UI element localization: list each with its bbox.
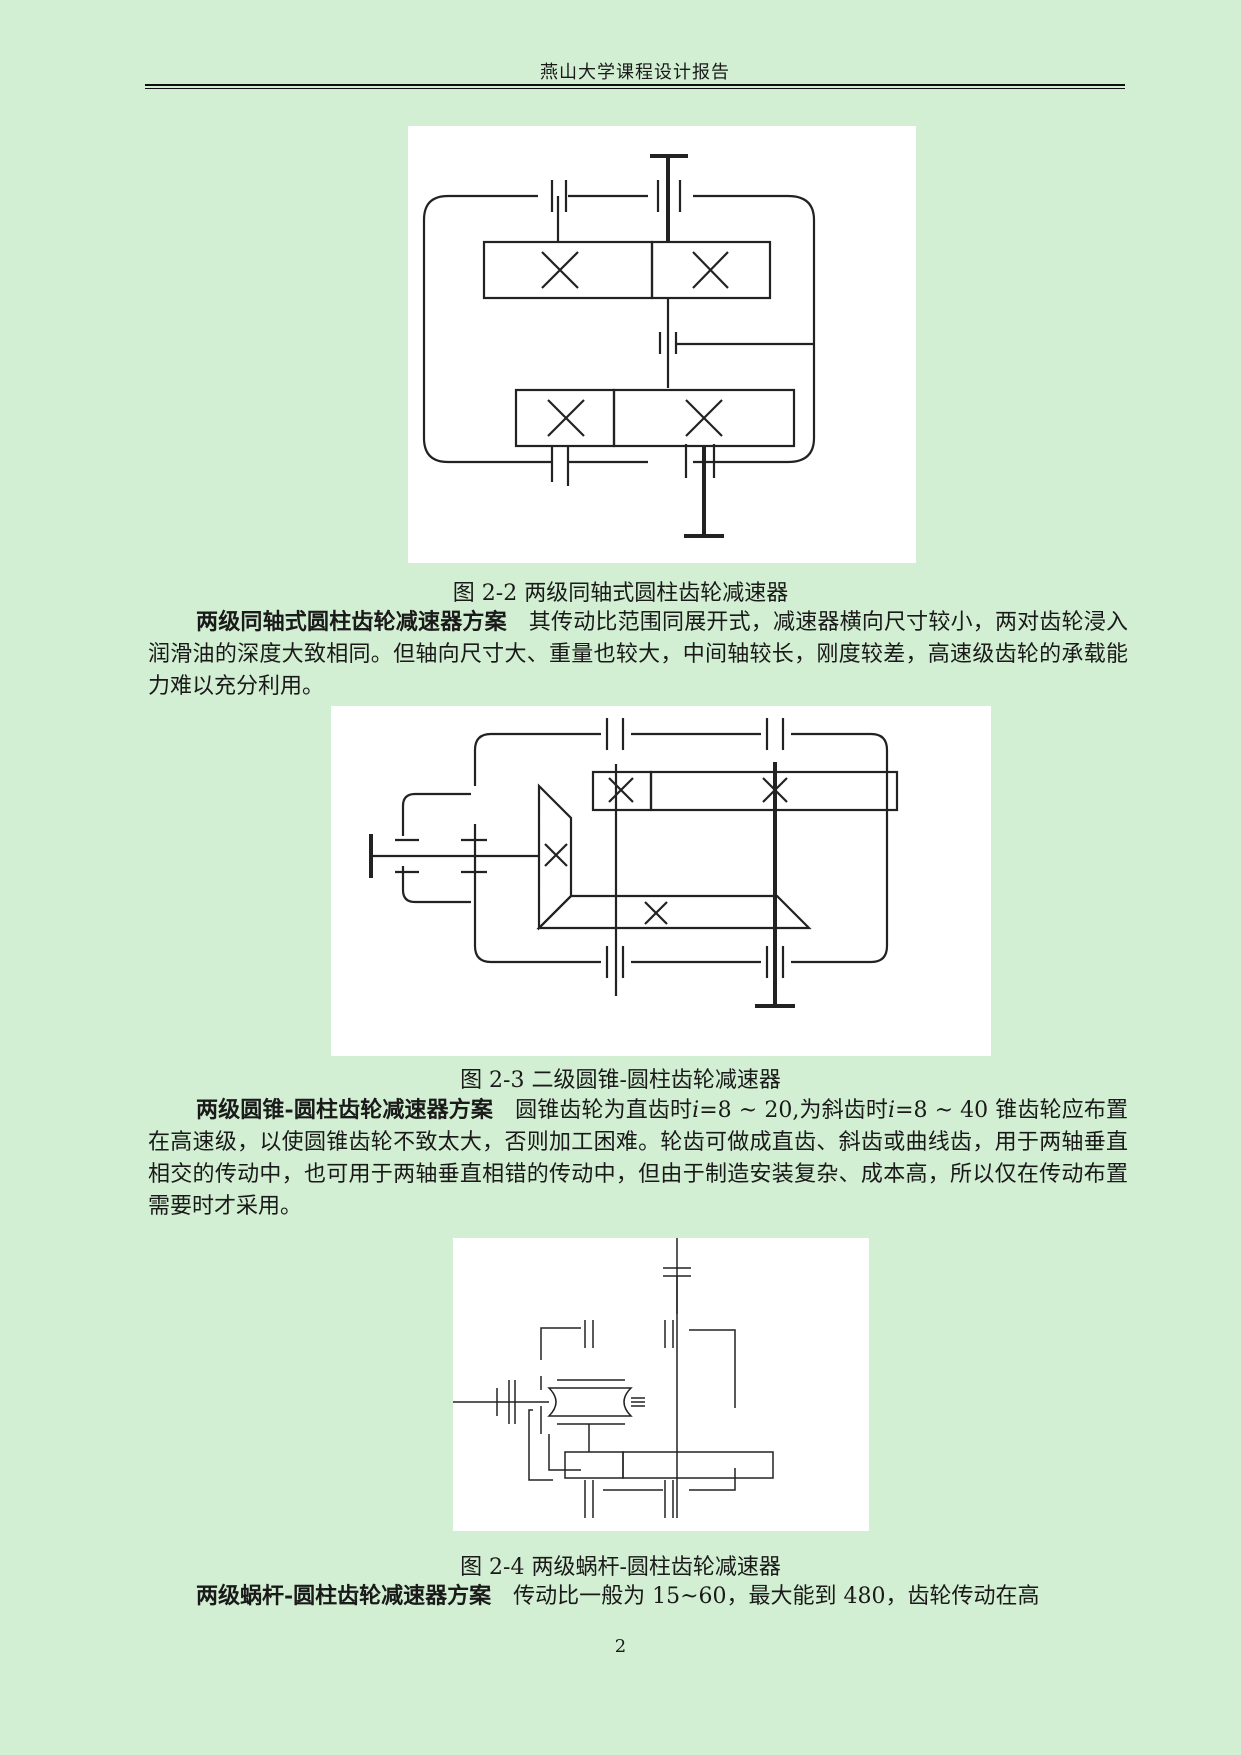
header-rule-thick — [145, 84, 1125, 86]
paragraph-coaxial: 两级同轴式圆柱齿轮减速器方案其传动比范围同展开式，减速器横向尺寸较小，两对齿轮浸… — [148, 606, 1128, 703]
figure-caption: 图 2-4 两级蜗杆-圆柱齿轮减速器 — [460, 1555, 781, 1580]
paragraph-text-a: 圆锥齿轮为直齿时 — [515, 1098, 693, 1123]
paragraph-text: 传动比一般为 15~60，最大能到 480，齿轮传动在高 — [513, 1584, 1040, 1609]
ratio-variable: i — [888, 1098, 896, 1123]
paragraph-text: 其传动比范围同展开式，减速器横向尺寸较小，两对齿轮浸入润滑油的深度大致相同。但轴… — [148, 610, 1128, 699]
running-header: 燕山大学课程设计报告 — [540, 62, 730, 83]
paragraph-lead: 两级蜗杆-圆柱齿轮减速器方案 — [196, 1583, 492, 1609]
figure-bevel-cylindrical-reducer-diagram — [331, 706, 991, 1056]
ratio-variable: i — [692, 1098, 700, 1123]
paragraph-text-c: =8 ~ 40 锥齿轮应布置在高速级，以使圆锥齿轮不致太大，否则加工困难。轮齿可… — [148, 1098, 1128, 1219]
paragraph-text-b: =8 ~ 20,为斜齿时 — [699, 1098, 889, 1123]
figure-caption: 图 2-3 二级圆锥-圆柱齿轮减速器 — [460, 1068, 781, 1093]
paragraph-worm: 两级蜗杆-圆柱齿轮减速器方案传动比一般为 15~60，最大能到 480，齿轮传动… — [148, 1580, 1128, 1613]
header-rule-thin — [145, 88, 1125, 89]
figure-coaxial-reducer-diagram — [408, 126, 916, 563]
paragraph-bevel: 两级圆锥-圆柱齿轮减速器方案圆锥齿轮为直齿时i=8 ~ 20,为斜齿时i=8 ~… — [148, 1094, 1128, 1223]
paragraph-lead: 两级圆锥-圆柱齿轮减速器方案 — [196, 1097, 494, 1123]
figure-worm-cylindrical-reducer-diagram — [453, 1238, 869, 1531]
figure-caption: 图 2-2 两级同轴式圆柱齿轮减速器 — [452, 581, 789, 606]
paragraph-lead: 两级同轴式圆柱齿轮减速器方案 — [196, 609, 507, 635]
page-number: 2 — [614, 1636, 627, 1657]
